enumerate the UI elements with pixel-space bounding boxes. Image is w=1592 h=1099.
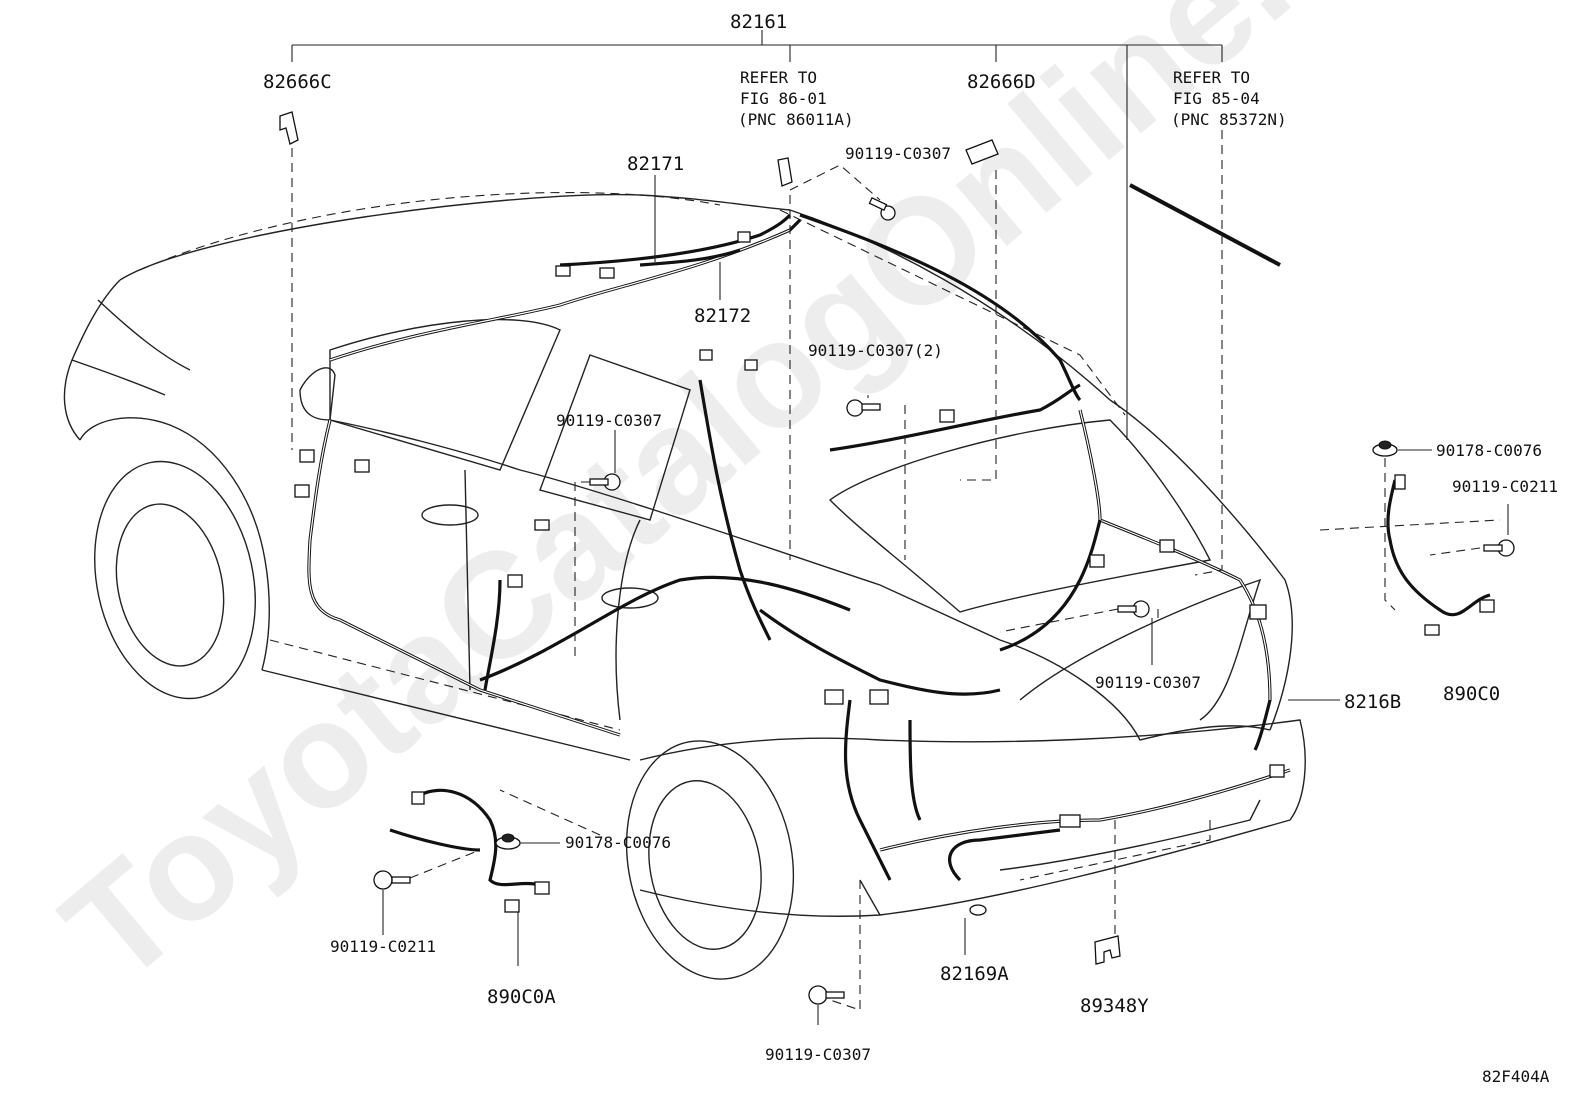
label-nut-left[interactable]: 90178-C0076 bbox=[565, 833, 671, 852]
clamp-82666d-icon bbox=[965, 139, 999, 165]
vehicle-body bbox=[63, 191, 1306, 980]
nut-icon bbox=[1372, 440, 1398, 457]
label-82161[interactable]: 82161 bbox=[730, 11, 787, 33]
leader-lines bbox=[291, 30, 1509, 1025]
bolt-icon bbox=[868, 197, 896, 221]
label-bolt-bottom[interactable]: 90119-C0307 bbox=[765, 1045, 871, 1064]
clip-86011a-icon bbox=[777, 157, 793, 187]
label-bolt-top[interactable]: 90119-C0307 bbox=[845, 144, 951, 163]
label-bolt-left[interactable]: 90119-C0307 bbox=[556, 411, 662, 430]
label-89348y[interactable]: 89348Y bbox=[1080, 995, 1149, 1017]
bolt-icon bbox=[1483, 539, 1515, 557]
bolt-icon bbox=[373, 870, 411, 890]
bolt-icon bbox=[589, 473, 621, 491]
bolt-icon bbox=[808, 985, 845, 1005]
part-labels: 82161 82666C 82666D REFER TO FIG 86-01 (… bbox=[263, 11, 1558, 1086]
connectors bbox=[294, 231, 1495, 913]
parts bbox=[279, 111, 1515, 1005]
nut-icon bbox=[495, 833, 521, 850]
label-82169a[interactable]: 82169A bbox=[940, 963, 1009, 985]
label-8216b[interactable]: 8216B bbox=[1344, 691, 1401, 713]
refer-1-line1: REFER TO bbox=[740, 68, 817, 87]
refer-2-line1: REFER TO bbox=[1173, 68, 1250, 87]
label-890c0a[interactable]: 890C0A bbox=[487, 986, 556, 1008]
refer-2-line2: FIG 85-04 bbox=[1173, 89, 1260, 108]
connector-82169a-icon bbox=[969, 904, 987, 916]
label-bolt-right[interactable]: 90119-C0211 bbox=[1452, 477, 1558, 496]
refer-2-line3: (PNC 85372N) bbox=[1171, 110, 1287, 129]
label-82666c[interactable]: 82666C bbox=[263, 71, 332, 93]
label-bolt-rear[interactable]: 90119-C0307 bbox=[1095, 673, 1201, 692]
label-bolt-left-low[interactable]: 90119-C0211 bbox=[330, 937, 436, 956]
bolt-icon bbox=[846, 399, 881, 417]
bracket-89348y-icon bbox=[1094, 935, 1121, 965]
label-890c0[interactable]: 890C0 bbox=[1443, 683, 1500, 705]
refer-1-line3: (PNC 86011A) bbox=[738, 110, 854, 129]
label-bolt-roof[interactable]: 90119-C0307(2) bbox=[808, 341, 943, 360]
bolt-icon bbox=[1117, 600, 1150, 618]
label-82171[interactable]: 82171 bbox=[627, 153, 684, 175]
clamp-82666c-icon bbox=[279, 111, 299, 145]
label-82172[interactable]: 82172 bbox=[694, 305, 751, 327]
label-nut-right[interactable]: 90178-C0076 bbox=[1436, 441, 1542, 460]
watermark: ToyotaCatalogOnline.ru bbox=[33, 0, 1435, 1015]
refer-1-line2: FIG 86-01 bbox=[740, 89, 827, 108]
figure-code: 82F404A bbox=[1482, 1067, 1550, 1086]
harness-wires bbox=[307, 183, 1491, 887]
label-82666d[interactable]: 82666D bbox=[967, 71, 1036, 93]
